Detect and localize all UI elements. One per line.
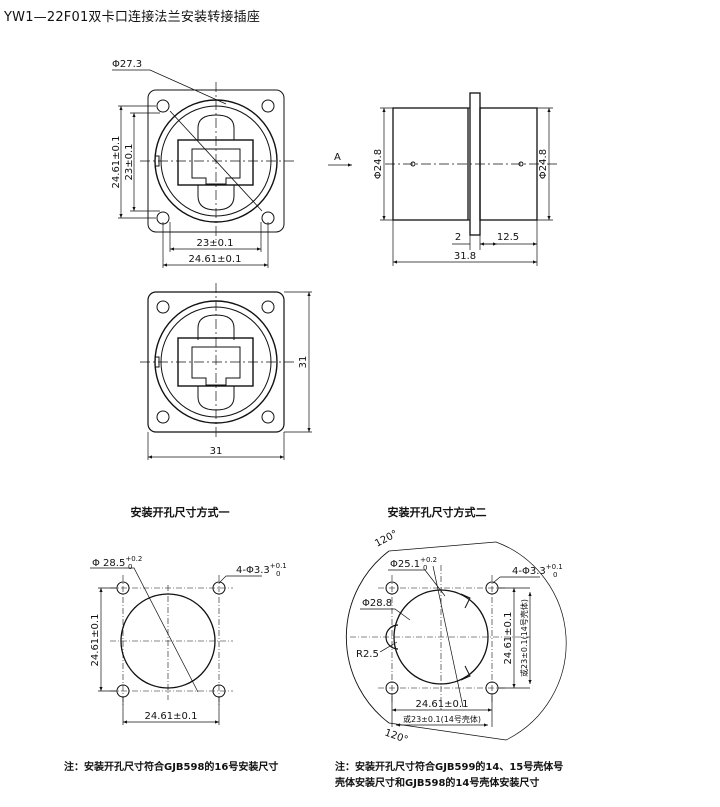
- mount2-dims: [360, 569, 540, 727]
- front-rj45-outer: [177, 139, 254, 186]
- rear-hole-tl: [156, 300, 170, 314]
- front-hole-tr: [261, 99, 275, 113]
- front-dim-outer-v-label: 24.61±0.1: [111, 136, 122, 189]
- mount2-diagonal: [432, 565, 464, 708]
- mount2-centerlines: [350, 565, 530, 710]
- mount1-phi-tol-low: 0: [128, 563, 132, 571]
- mount2-note-line1: 注：安装开孔尺寸符合GJB599的14、15号壳体号: [335, 760, 563, 773]
- front-dim-outer-h-label: 24.61±0.1: [189, 254, 242, 265]
- front-side-key: [154, 155, 160, 167]
- front-dim-h-ext: [162, 222, 269, 268]
- side-dim-right-label: 12.5: [497, 232, 519, 243]
- rear-hole-br: [261, 410, 275, 424]
- rear-side-key: [154, 356, 160, 368]
- mount2-key-top: [460, 593, 471, 609]
- front-view-dims: [112, 69, 269, 268]
- side-dim-left-ext: [380, 107, 393, 221]
- mount1-holes-tol-low: 0: [276, 570, 280, 578]
- mount2-phi-main: Φ25.1: [390, 559, 420, 570]
- mount1-phi-label: Φ 28.5+0.2: [92, 555, 142, 569]
- mount2-radius-label: R2.5: [356, 649, 379, 660]
- side-phi-left-label: Φ24.8: [373, 149, 384, 179]
- rear-hole-bl: [156, 410, 170, 424]
- mount1-dim-v-label: 24.61±0.1: [90, 614, 101, 667]
- side-view-dims: [328, 107, 553, 266]
- mount2-note-line2: 壳体安装尺寸和GJB598的14号壳体安装尺寸: [334, 776, 539, 789]
- mount2-angle-bottom: 120°: [383, 727, 409, 746]
- mount2-dim-h-label: 24.61±0.1: [416, 699, 469, 710]
- mount2-phi-leader: [388, 569, 446, 597]
- mount1-holes-main: 4-Φ3.3: [236, 565, 270, 576]
- mount2-dim-v-alt-label: 或23±0.1(14号壳体): [519, 599, 529, 677]
- mount1-holes-tol-up: +0.1: [270, 562, 287, 570]
- mount1-heading: 安装开孔尺寸方式一: [131, 505, 230, 519]
- rear-hole-tr: [261, 300, 275, 314]
- rear-dim-width-label: 31: [210, 446, 223, 457]
- mount2-holes-main: 4-Φ3.3: [512, 566, 546, 577]
- mount2-key-bottom: [460, 665, 471, 681]
- front-dim-v-outer-ext: [118, 105, 156, 219]
- front-dim-inner-v-label: 23±0.1: [124, 143, 135, 180]
- side-flange-lines: [468, 107, 482, 221]
- side-pin-left: [410, 161, 416, 167]
- mount2-dim-h-alt-label: 或23±0.1(14号壳体): [403, 714, 481, 724]
- mount1-phi-tol-up: +0.2: [125, 555, 142, 563]
- mount1-phi-leader: [90, 567, 199, 693]
- mount2-drawing: [345, 541, 567, 741]
- front-view: [140, 82, 295, 240]
- mount2-radius-leader: [379, 641, 398, 653]
- mount1-phi-main: Φ 28.5: [92, 558, 125, 569]
- mount2-large-arc-right: [495, 541, 567, 741]
- mount1-holes-label: 4-Φ3.3+0.1: [236, 562, 287, 576]
- mount1-dim-h-label: 24.61±0.1: [145, 711, 198, 722]
- rear-rj45-inner: [191, 346, 241, 386]
- mount1-holes-leader: [218, 575, 262, 584]
- mount2-phi-outer-label: Φ28.8: [362, 598, 392, 609]
- rear-view: [140, 283, 295, 440]
- mount2-heading: 安装开孔尺寸方式二: [388, 505, 487, 519]
- page-title: YW1—22F01双卡口连接法兰安装转接插座: [4, 10, 261, 25]
- mount2-phi-outer-leader: [360, 608, 411, 621]
- front-hole-tl: [156, 99, 170, 113]
- front-phi-label: Φ27.3: [112, 59, 142, 70]
- side-pin-right: [518, 161, 524, 167]
- mount2-phi-label: Φ25.1+0.2: [390, 556, 437, 570]
- mount2-phi-tol-low: 0: [423, 564, 427, 572]
- side-dim-flange-label: 2: [455, 232, 461, 243]
- mount2-angle-top: 120°: [373, 529, 399, 550]
- front-rj45-inner: [191, 148, 241, 185]
- rear-dim-height-label: 31: [298, 356, 309, 369]
- side-view: [385, 92, 560, 236]
- side-dim-total-label: 31.8: [454, 251, 476, 262]
- mount1-dims: [90, 567, 262, 725]
- side-section-mark: A: [334, 152, 341, 163]
- mount2-large-arc: [345, 550, 390, 724]
- mount2-holes-tol-up: +0.1: [546, 563, 563, 571]
- mount2-holes-label: 4-Φ3.3+0.1: [512, 563, 563, 577]
- mount2-dim-v-label: 24.61±0.1: [503, 612, 514, 665]
- side-phi-right-label: Φ24.8: [538, 149, 549, 179]
- front-phi-leader: [112, 69, 227, 105]
- mount1-note: 注：安装开孔尺寸符合GJB598的16号安装尺寸: [64, 760, 278, 773]
- mount2-holes-tol-low: 0: [553, 571, 557, 579]
- rear-view-dims: [147, 291, 312, 460]
- mount2-phi-tol-up: +0.2: [420, 556, 437, 564]
- front-dim-inner-h-label: 23±0.1: [196, 238, 233, 249]
- mount2-holes-leader: [492, 576, 540, 584]
